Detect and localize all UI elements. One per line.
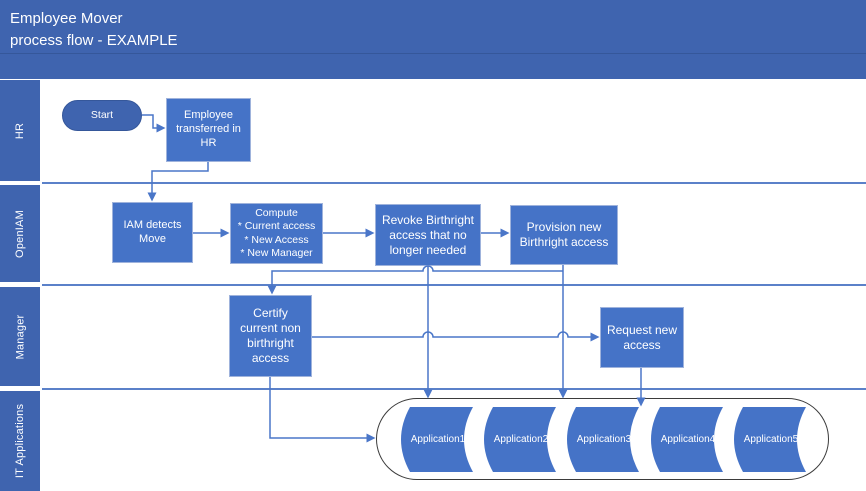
lane-label-hr: HR	[0, 80, 40, 181]
request-access-label: Request new access	[606, 322, 678, 352]
request-access-node[interactable]: Request new access	[600, 307, 684, 368]
compute-line-2: * Current access	[237, 220, 316, 233]
lane-divider-hr-openiam	[42, 182, 866, 184]
certify-access-node[interactable]: Certify current non birthright access	[229, 295, 312, 377]
lane-label-openiam: OpenIAM	[0, 185, 40, 282]
compute-line-3: * New Access	[244, 233, 309, 246]
lane-divider-openiam-manager	[42, 284, 866, 286]
lane-label-manager-text: Manager	[14, 314, 27, 359]
start-node-label: Start	[90, 108, 114, 121]
application1-label: Application1	[410, 434, 466, 445]
lane-divider-manager-it	[42, 388, 866, 390]
iam-detects-move-label: IAM detects Move	[123, 218, 182, 245]
application4-node[interactable]: Application4	[650, 407, 724, 472]
connector-employee-to-iam	[147, 162, 209, 202]
lane-label-it-applications: IT Applications	[0, 391, 40, 491]
lane-label-hr-text: HR	[13, 122, 26, 139]
revoke-birthright-node[interactable]: Revoke Birthright access that no longer …	[375, 204, 481, 266]
iam-detects-move-node[interactable]: IAM detects Move	[112, 202, 193, 263]
stored-data-shape	[401, 407, 473, 472]
lane-label-it-applications-text: IT Applications	[14, 403, 26, 479]
diagram-title-line2: process flow - EXAMPLE	[10, 32, 178, 49]
employee-transferred-node[interactable]: Employee transferred in HR	[166, 98, 251, 162]
stored-data-shape	[567, 407, 639, 472]
stored-data-shape	[484, 407, 556, 472]
connector-certify-to-request	[312, 331, 600, 342]
application3-node[interactable]: Application3	[566, 407, 640, 472]
application5-node[interactable]: Application5	[733, 407, 807, 472]
subheader-band	[0, 53, 866, 79]
start-node[interactable]: Start	[62, 100, 142, 131]
application1-node[interactable]: Application1	[400, 407, 474, 472]
connector-certify-to-applications	[269, 377, 376, 443]
connector-start-to-employee	[142, 114, 166, 133]
diagram-title-line1: Employee Mover	[10, 10, 123, 27]
lane-label-openiam-text: OpenIAM	[14, 209, 26, 258]
certify-access-label: Certify current non birthright access	[240, 306, 301, 365]
compute-line-1: Compute	[255, 207, 298, 220]
provision-birthright-label: Provision new Birthright access	[519, 220, 609, 249]
application2-label: Application2	[493, 434, 549, 445]
stored-data-shape	[651, 407, 723, 472]
application3-label: Application3	[576, 434, 632, 445]
provision-birthright-node[interactable]: Provision new Birthright access	[510, 205, 618, 265]
application2-node[interactable]: Application2	[483, 407, 557, 472]
employee-transferred-label: Employee transferred in HR	[176, 109, 241, 149]
diagram-header: Employee Mover process flow - EXAMPLE	[0, 0, 866, 53]
application4-label: Application4	[660, 434, 716, 445]
stored-data-shape	[734, 407, 806, 472]
connector-provision-to-certify	[267, 265, 563, 295]
compute-access-node[interactable]: Compute * Current access * New Access * …	[230, 203, 323, 264]
application5-label: Application5	[743, 434, 799, 445]
revoke-birthright-label: Revoke Birthright access that no longer …	[381, 212, 475, 257]
lane-label-manager: Manager	[0, 287, 40, 386]
compute-line-4: * New Manager	[240, 246, 313, 259]
